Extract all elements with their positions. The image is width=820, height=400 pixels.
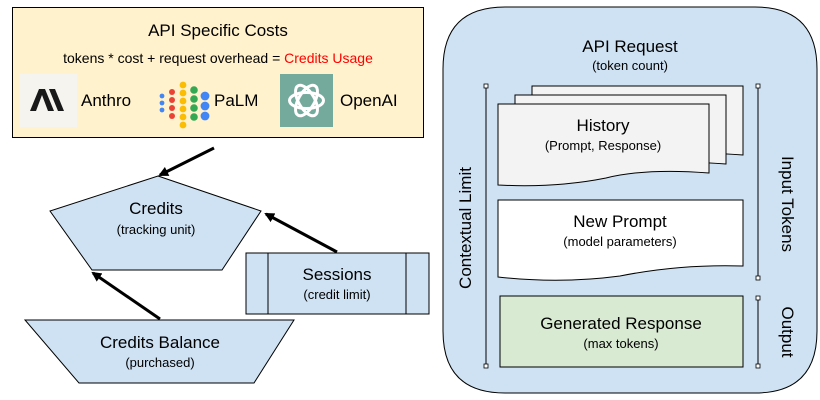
- credits-shape: [49, 175, 262, 271]
- history-title: History: [577, 116, 630, 135]
- contextual-limit-label: Contextual Limit: [456, 167, 475, 289]
- cost-formula: tokens * cost + request overhead = Credi…: [13, 50, 423, 66]
- sessions-shape: [245, 252, 430, 315]
- input-tokens-label: Input Tokens: [778, 156, 797, 252]
- arrow-costs-to-credits: [158, 146, 215, 177]
- credits-subtitle: (tracking unit): [117, 222, 196, 237]
- palm-logo-icon: [154, 74, 211, 131]
- cost-box-title: API Specific Costs: [148, 21, 288, 40]
- credits-balance-shape: [23, 319, 295, 384]
- history-subtitle: (Prompt, Response): [545, 138, 661, 153]
- bracket-end: [755, 363, 761, 369]
- api-request-subtitle: (token count): [592, 58, 668, 73]
- sessions-subtitle: (credit limit): [303, 287, 370, 302]
- credits-flow-diagram: Credits (tracking unit) Sessions (credit…: [23, 146, 430, 384]
- credits-balance-subtitle: (purchased): [125, 355, 194, 370]
- bracket-end: [755, 295, 761, 301]
- arrow-balance-to-credits: [91, 271, 161, 321]
- generated-response-title: Generated Response: [540, 314, 702, 333]
- provider-label-palm: PaLM: [214, 91, 259, 110]
- credits-title: Credits: [129, 199, 183, 218]
- new-prompt-title: New Prompt: [573, 212, 667, 231]
- bracket-end: [755, 83, 761, 89]
- api-request-diagram: API Request (token count) History (Promp…: [442, 6, 818, 394]
- openai-logo-icon: [280, 74, 333, 127]
- bracket-end: [755, 275, 761, 281]
- api-request-title: API Request: [582, 37, 678, 56]
- credits-balance-title: Credits Balance: [100, 333, 220, 352]
- arrow-sessions-to-credits: [264, 212, 338, 254]
- anthropic-logo-icon: [20, 74, 77, 127]
- formula-text: tokens * cost + request overhead =: [63, 50, 285, 66]
- provider-label-openai: OpenAI: [340, 91, 398, 110]
- generated-response-box: [499, 295, 744, 368]
- generated-response-subtitle: (max tokens): [583, 336, 658, 351]
- output-label: Output: [778, 306, 797, 357]
- api-specific-costs-box: API Specific Costs tokens * cost + reque…: [12, 7, 424, 138]
- bracket-end: [483, 83, 489, 89]
- new-prompt-doc: [497, 199, 744, 281]
- history-doc: [497, 103, 710, 187]
- credits-usage-text: Credits Usage: [284, 50, 373, 66]
- new-prompt-subtitle: (model parameters): [563, 234, 676, 249]
- sessions-title: Sessions: [303, 265, 372, 284]
- bracket-end: [483, 363, 489, 369]
- provider-label-anthro: Anthro: [81, 91, 132, 110]
